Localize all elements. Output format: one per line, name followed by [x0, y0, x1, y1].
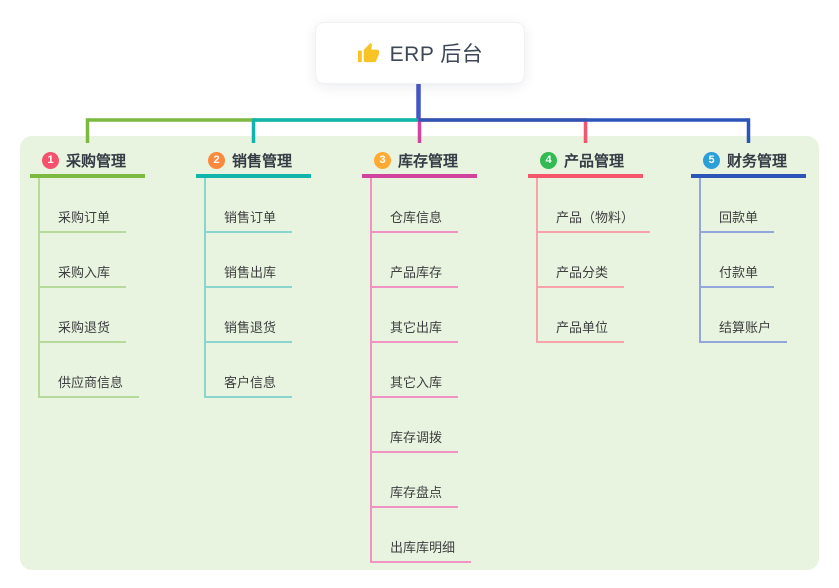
child-node[interactable]: 付款单 — [701, 233, 775, 288]
child-node[interactable]: 仓库信息 — [372, 178, 459, 233]
child-node[interactable]: 销售退货 — [206, 288, 293, 343]
branch-label: 产品管理 — [564, 152, 625, 170]
branch-children: 销售订单销售出库销售退货客户信息 — [204, 178, 311, 398]
thumbs-up-icon — [357, 42, 380, 65]
branch-number-badge: 1 — [42, 151, 59, 169]
child-node[interactable]: 其它出库 — [372, 288, 459, 343]
branch-header[interactable]: 5 财务管理 — [691, 146, 806, 178]
child-node[interactable]: 产品单位 — [538, 288, 625, 343]
child-node[interactable]: 采购入库 — [40, 233, 127, 288]
branch-label: 采购管理 — [66, 152, 127, 170]
child-node[interactable]: 产品分类 — [538, 233, 625, 288]
branch-number: 4 — [545, 153, 552, 166]
branch-label: 库存管理 — [398, 152, 459, 170]
child-node[interactable]: 库存盘点 — [372, 453, 459, 508]
branch-children: 回款单付款单结算账户 — [699, 178, 806, 343]
branch-header[interactable]: 3 库存管理 — [362, 146, 477, 178]
child-node[interactable]: 结算账户 — [701, 288, 788, 343]
child-node[interactable]: 采购订单 — [40, 178, 127, 233]
branch-number: 2 — [213, 153, 220, 166]
thumbs-up-path — [357, 42, 379, 62]
branch-number: 1 — [47, 153, 54, 166]
child-node[interactable]: 产品（物料） — [538, 178, 651, 233]
branch-采购管理: 1 采购管理 采购订单采购入库采购退货供应商信息 — [30, 146, 145, 398]
root-node-label: ERP 后台 — [389, 43, 484, 66]
child-node[interactable]: 采购退货 — [40, 288, 127, 343]
child-node[interactable]: 回款单 — [701, 178, 775, 233]
branch-number: 3 — [379, 153, 386, 166]
root-node[interactable]: ERP 后台 — [315, 22, 525, 84]
branch-header[interactable]: 2 销售管理 — [196, 146, 311, 178]
branch-number-badge: 3 — [374, 151, 391, 169]
child-node[interactable]: 其它入库 — [372, 343, 459, 398]
child-node[interactable]: 客户信息 — [206, 343, 293, 398]
child-node[interactable]: 供应商信息 — [40, 343, 140, 398]
branch-库存管理: 3 库存管理 仓库信息产品库存其它出库其它入库库存调拨库存盘点出库库明细 — [362, 146, 477, 563]
branch-number-badge: 4 — [540, 151, 557, 169]
branch-财务管理: 5 财务管理 回款单付款单结算账户 — [691, 146, 806, 343]
branch-产品管理: 4 产品管理 产品（物料）产品分类产品单位 — [528, 146, 651, 343]
child-node[interactable]: 产品库存 — [372, 233, 459, 288]
child-node[interactable]: 销售订单 — [206, 178, 293, 233]
branch-header[interactable]: 1 采购管理 — [30, 146, 145, 178]
branch-销售管理: 2 销售管理 销售订单销售出库销售退货客户信息 — [196, 146, 311, 398]
child-node[interactable]: 销售出库 — [206, 233, 293, 288]
branch-number: 5 — [708, 153, 715, 166]
branch-label: 财务管理 — [727, 152, 788, 170]
branch-children: 产品（物料）产品分类产品单位 — [536, 178, 651, 343]
branch-label: 销售管理 — [232, 152, 293, 170]
child-node[interactable]: 出库库明细 — [372, 508, 472, 563]
branch-children: 仓库信息产品库存其它出库其它入库库存调拨库存盘点出库库明细 — [370, 178, 477, 563]
branch-children: 采购订单采购入库采购退货供应商信息 — [38, 178, 145, 398]
branch-number-badge: 5 — [703, 151, 720, 169]
branch-header[interactable]: 4 产品管理 — [528, 146, 643, 178]
mindmap-panel — [20, 136, 819, 570]
child-node[interactable]: 库存调拨 — [372, 398, 459, 453]
branch-number-badge: 2 — [208, 151, 225, 169]
